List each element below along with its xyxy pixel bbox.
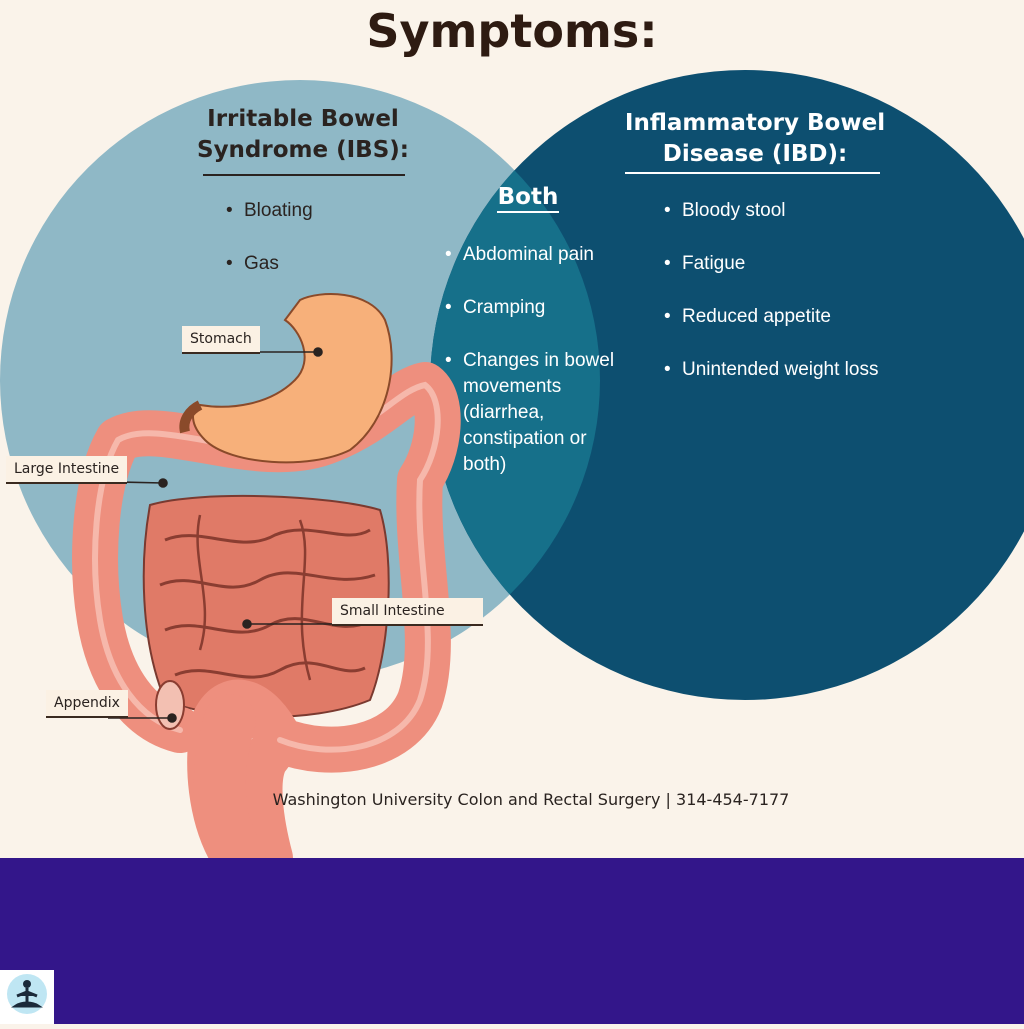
- stomach-label: Stomach: [190, 331, 252, 347]
- digestive-system-illustration: [72, 293, 461, 858]
- ibs-symptom-list: Bloating Gas: [226, 198, 313, 304]
- ibd-symptom-list: Bloody stool Fatigue Reduced appetite Un…: [664, 198, 878, 410]
- list-item: Changes in bowel movements (diarrhea, co…: [445, 348, 630, 478]
- list-item: Bloody stool: [664, 198, 878, 224]
- list-item: Cramping: [445, 295, 630, 321]
- venn-diagram: [0, 70, 1024, 858]
- ibs-heading: Irritable Bowel Syndrome (IBS):: [170, 104, 436, 166]
- appendix-label-box: Appendix: [46, 690, 128, 718]
- list-item: Fatigue: [664, 251, 878, 277]
- source-credit: Washington University Colon and Rectal S…: [272, 790, 790, 809]
- large-intestine-label-box: Large Intestine: [6, 456, 128, 484]
- list-item: Unintended weight loss: [664, 357, 878, 383]
- meditation-figure-icon: [0, 970, 54, 1024]
- footer-band: [0, 858, 1024, 1024]
- ibd-heading-line-2: Disease (IBD):: [662, 141, 848, 167]
- both-symptom-list: Abdominal pain Cramping Changes in bowel…: [445, 242, 630, 505]
- stomach-shape: [192, 293, 393, 464]
- small-intestine-label: Small Intestine: [340, 603, 445, 619]
- both-heading: Both: [497, 184, 559, 210]
- large-intestine-label: Large Intestine: [14, 461, 120, 477]
- appendix-shape: [155, 680, 185, 730]
- ibd-heading-rule: [625, 172, 880, 174]
- both-heading-rule: [497, 211, 559, 213]
- ibd-heading-line-1: Inflammatory Bowel: [624, 110, 886, 136]
- page-title: Symptoms:: [366, 4, 658, 58]
- ibd-heading: Inflammatory Bowel Disease (IBD):: [610, 108, 900, 170]
- list-item: Reduced appetite: [664, 304, 878, 330]
- small-intestine-shape: [142, 494, 390, 718]
- ibs-heading-line-1: Irritable Bowel: [207, 106, 399, 132]
- ibs-heading-line-2: Syndrome (IBS):: [197, 137, 409, 163]
- ibd-circle: [430, 70, 1024, 700]
- list-item: Gas: [226, 251, 313, 277]
- list-item: Bloating: [226, 198, 313, 224]
- appendix-label: Appendix: [54, 695, 120, 711]
- ibs-heading-rule: [203, 174, 405, 176]
- stomach-label-box: Stomach: [182, 326, 260, 354]
- small-intestine-label-box: Small Intestine: [332, 598, 483, 626]
- leader-lines: [108, 347, 335, 723]
- list-item: Abdominal pain: [445, 242, 630, 268]
